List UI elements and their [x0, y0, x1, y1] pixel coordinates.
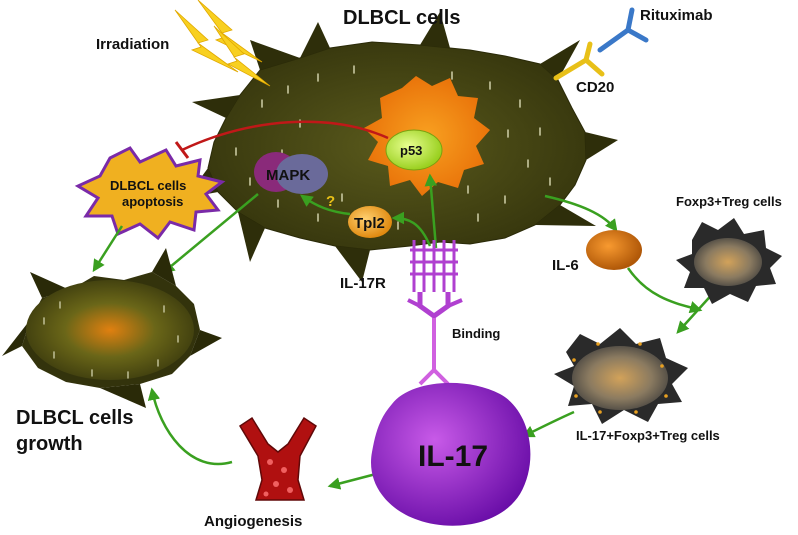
inhibition-bar	[174, 141, 190, 159]
tpl2-node: Tpl2	[348, 206, 392, 238]
growth-label-line1: DLBCL cells	[16, 407, 133, 429]
blood-vessel-icon	[238, 416, 317, 501]
p53-node: p53	[385, 129, 443, 171]
growth-label-line2: growth	[16, 433, 83, 455]
rituximab-label: Rituximab	[640, 7, 713, 24]
cd20-receptor-icon	[553, 41, 605, 81]
il17-molecule	[371, 382, 531, 526]
angiogenesis-to-growth-arrow	[147, 387, 233, 466]
irradiation-label: Irradiation	[96, 36, 169, 53]
il17-to-angiogenesis-arrow	[327, 472, 377, 490]
apoptosis-burst	[74, 146, 226, 241]
il17-foxp3-treg-cell	[554, 328, 688, 424]
il17-label: IL-17	[418, 440, 488, 473]
mapk-node: MAPK	[254, 152, 328, 194]
main-cell-title: DLBCL cells	[343, 7, 460, 29]
il17r-receptor	[407, 240, 463, 320]
il17treg-to-il17-arrow	[521, 410, 575, 438]
il17-foxp3-treg-label: IL-17+Foxp3+Treg cells	[576, 428, 720, 443]
angiogenesis-label: Angiogenesis	[204, 513, 302, 530]
receptor-to-tpl2-arrow	[391, 211, 432, 247]
foxp3-treg-label: Foxp3+Treg cells	[676, 194, 782, 209]
tpl2-label: Tpl2	[354, 215, 385, 232]
il6-molecule	[586, 230, 642, 270]
apoptosis-to-growth-arrow	[92, 225, 124, 273]
binding-label: Binding	[452, 326, 500, 341]
p53-to-apoptosis-inhibition	[181, 120, 389, 152]
il17-ligand-stalk	[418, 318, 450, 386]
cd20-label: CD20	[576, 79, 614, 96]
rituximab-antibody-icon	[597, 7, 649, 53]
p53-label: p53	[400, 143, 422, 158]
question-mark: ?	[326, 193, 335, 210]
apoptosis-label-line1: DLBCL cells	[110, 178, 186, 193]
mapk-to-growth-arrow	[162, 193, 259, 274]
main-cell-to-il6-arrow	[544, 194, 618, 232]
il6-label: IL-6	[552, 257, 579, 274]
tpl2-to-mapk-arrow	[299, 194, 351, 216]
main-cell-spikes	[186, 12, 618, 282]
irradiation-lightning	[174, 0, 271, 87]
foxp3-treg-cell	[676, 218, 782, 304]
il6-to-il17treg-arrow	[626, 267, 703, 314]
apoptosis-label-line2: apoptosis	[122, 194, 183, 209]
receptor-to-p53-arrow	[424, 173, 438, 249]
mapk-label: MAPK	[266, 167, 310, 184]
dlbcl-growth-cell	[2, 248, 222, 408]
il17r-label: IL-17R	[340, 275, 386, 292]
